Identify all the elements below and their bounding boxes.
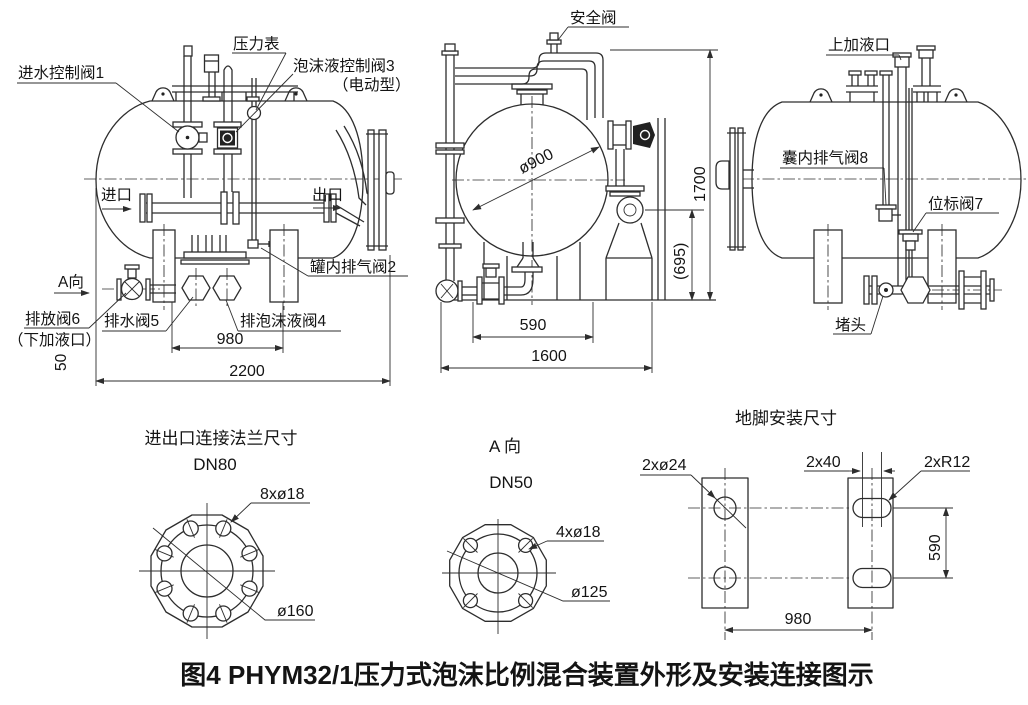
flange-dn50-size: DN50 (489, 473, 532, 492)
tank-shell (95, 100, 364, 259)
flange-dn50-detail: A 向 DN50 4xø18 ø125 (442, 437, 610, 634)
label-foam-control-valve3-type: （电动型） (333, 76, 411, 94)
bladder-vent-valve (878, 208, 893, 222)
label-inlet: 进口 (101, 186, 132, 204)
label-safety-valve: 安全阀 (570, 9, 617, 27)
dim-695: (695) (672, 243, 689, 280)
flange-dn80-title: 进出口连接法兰尺寸 (145, 429, 298, 448)
label-water-drain-valve5: 排水阀5 (104, 312, 159, 330)
lifting-lug-icon (151, 87, 175, 102)
label-inlet-control-valve1: 进水控制阀1 (18, 64, 104, 82)
level-valve (902, 233, 919, 242)
callout-2xr12: 2xR12 (924, 454, 970, 471)
callout-2xd24: 2xø24 (642, 457, 687, 474)
motor-actuator-icon (220, 130, 235, 146)
dim-diameter-900: ø900 (516, 146, 556, 178)
callout-d125: ø125 (571, 584, 608, 601)
lifting-lug-icon (809, 88, 833, 103)
label-top-fill-port: 上加液口 (828, 36, 890, 54)
motor-actuator-icon (633, 122, 655, 148)
foot-plate-right (847, 477, 894, 609)
foot-title: 地脚安装尺寸 (735, 409, 837, 428)
dim-1700: 1700 (692, 166, 709, 202)
callout-d160: ø160 (277, 603, 314, 620)
dim-590-foot: 590 (927, 534, 944, 561)
dim-590: 590 (520, 317, 547, 334)
dim-980: 980 (217, 331, 244, 348)
flange-outer-edge (150, 514, 264, 628)
label-bladder-vent-valve8: 囊内排气阀8 (782, 149, 868, 167)
label-foam-control-valve3: 泡沫液控制阀3 (293, 57, 395, 75)
end-cover-cap (715, 160, 730, 190)
water-drain-valve (181, 275, 211, 301)
dim-1600: 1600 (531, 348, 567, 365)
foot-mounting-detail: 地脚安装尺寸 2x40 2xR12 2xø24 590 980 (640, 409, 970, 640)
outlet-nozzle-circle (616, 196, 644, 224)
callout-8xd18: 8xø18 (260, 486, 305, 503)
rear-view: 上加液口 囊内排气阀8 位标阀7 堵头 (715, 36, 1026, 335)
dim-980-foot: 980 (785, 611, 812, 628)
foam-drain-valve (212, 275, 242, 301)
label-plug: 堵头 (835, 316, 866, 334)
label-view-a: A向 (58, 273, 84, 291)
manhole-handle (385, 171, 395, 195)
lifting-lug-icon (944, 88, 968, 103)
label-bottom-fill-port: （下加液口） (8, 331, 101, 349)
label-level-valve7: 位标阀7 (928, 195, 983, 213)
label-pressure-gauge: 压力表 (233, 35, 280, 53)
callout-2x40: 2x40 (806, 454, 841, 471)
figure-caption: 图4 PHYM32/1压力式泡沫比例混合装置外形及安装连接图示 (180, 660, 873, 690)
flange-dn80-size: DN80 (193, 455, 236, 474)
tank-shell (751, 101, 1022, 259)
dim-2200: 2200 (229, 363, 265, 380)
side-view: 进水控制阀1 压力表 泡沫液控制阀3 （电动型） 进口 出口 罐内排气阀2 A向… (8, 35, 411, 386)
dim-50: 50 (53, 353, 70, 371)
label-outlet: 出口 (312, 186, 343, 204)
label-tank-vent-valve2: 罐内排气阀2 (310, 258, 396, 276)
flange-dn50-title: A 向 (489, 437, 521, 456)
bottom-hex-valve (900, 276, 931, 304)
end-view: ø900 安全阀 (435, 9, 718, 373)
flange-dn80-detail: 进出口连接法兰尺寸 DN80 8xø18 ø160 (139, 429, 315, 639)
tank-vent-valve (247, 239, 259, 249)
flange-outer-edge (449, 524, 547, 622)
callout-4xd18: 4xø18 (556, 524, 601, 541)
label-discharge-valve6: 排放阀6 (25, 310, 80, 328)
